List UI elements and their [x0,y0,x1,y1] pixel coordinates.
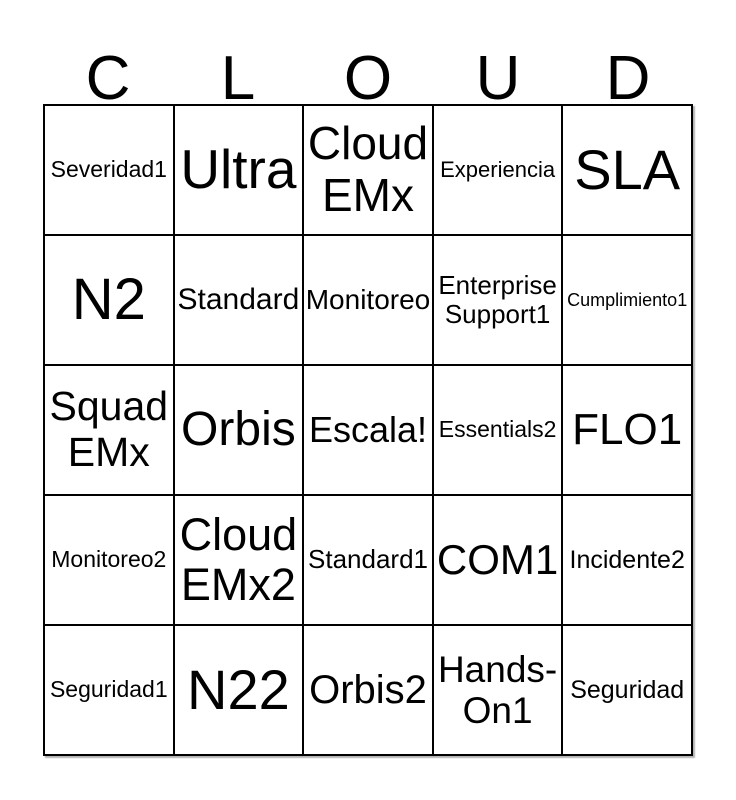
bingo-cell[interactable]: Seguridad1 [45,626,173,754]
bingo-cell[interactable]: Monitoreo [304,236,432,364]
bingo-cell[interactable]: Experiencia [433,106,562,234]
bingo-cell[interactable]: Cloud EMx2 [174,496,303,624]
bingo-cell[interactable]: SLA [563,106,691,234]
bingo-cell[interactable]: Cloud EMx [304,106,432,234]
bingo-cell[interactable]: Standard1 [304,496,432,624]
bingo-cell[interactable]: Ultra [174,106,303,234]
bingo-cell[interactable]: Squad EMx [45,366,173,494]
bingo-cell[interactable]: Monitoreo2 [45,496,173,624]
bingo-cell[interactable]: Cumplimiento1 [563,236,691,364]
bingo-cell[interactable]: Orbis [174,366,303,494]
bingo-cell[interactable]: Enterprise Support1 [433,236,562,364]
bingo-cell[interactable]: Incidente2 [563,496,691,624]
bingo-cell[interactable]: Escala! [304,366,432,494]
title-letter: O [343,44,393,113]
title-letter: U [475,44,521,113]
bingo-cell[interactable]: FLO1 [563,366,691,494]
title-letter: D [605,44,651,113]
bingo-cell[interactable]: Standard [174,236,303,364]
bingo-cell[interactable]: Hands-On1 [433,626,562,754]
bingo-cell[interactable]: Seguridad [563,626,691,754]
bingo-cell[interactable]: Severidad1 [45,106,173,234]
bingo-grid: Severidad1 Ultra Cloud EMx Experiencia S… [43,104,693,756]
bingo-cell[interactable]: N2 [45,236,173,364]
bingo-cell[interactable]: Essentials2 [433,366,562,494]
title-letter: L [220,44,256,113]
bingo-cell[interactable]: N22 [174,626,303,754]
bingo-cell[interactable]: COM1 [433,496,562,624]
bingo-cell[interactable]: Orbis2 [304,626,432,754]
title-letter: C [85,44,131,113]
card-title: C L O U D [43,0,693,110]
